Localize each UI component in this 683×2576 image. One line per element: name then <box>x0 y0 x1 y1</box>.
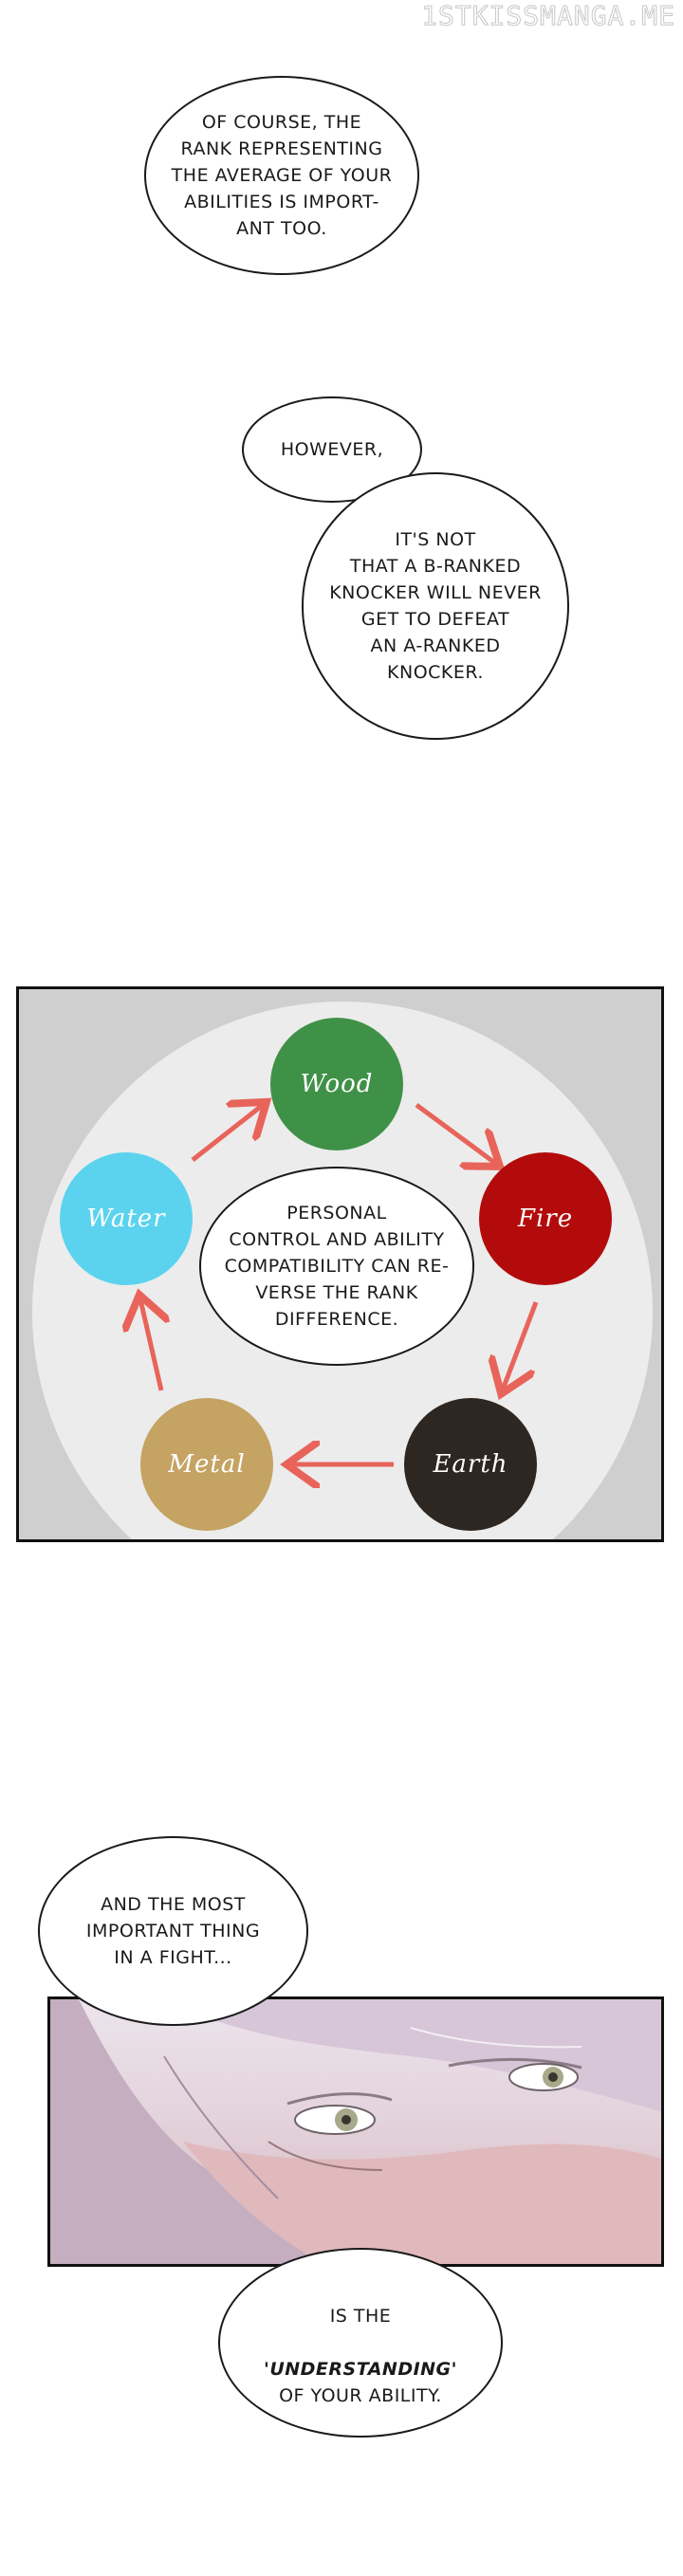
five-elements-panel: Wood Fire Earth Metal Water PERSONAL CON… <box>16 986 664 1542</box>
speech-bubble-rank: OF COURSE, THE RANK REPRESENTING THE AVE… <box>144 76 419 275</box>
bubble-text-personal: PERSONAL CONTROL AND ABILITY COMPATIBILI… <box>224 1203 450 1330</box>
speech-bubble-however: HOWEVER, <box>242 396 422 503</box>
bubble-text-b-rank: IT'S NOT THAT A B-RANKED KNOCKER WILL NE… <box>329 529 542 683</box>
speech-bubble-personal: PERSONAL CONTROL AND ABILITY COMPATIBILI… <box>199 1167 474 1366</box>
arrow-metal-to-water <box>140 1299 161 1391</box>
text-is-the: IS THE <box>329 2306 392 2327</box>
element-wood-label: Wood <box>300 1070 374 1098</box>
arrow-water-to-wood <box>191 1105 263 1162</box>
bubble-text-understanding: IS THE 'UNDERSTANDING' OF YOUR ABILITY. <box>264 2276 457 2409</box>
arrow-fire-to-earth <box>503 1301 539 1389</box>
element-water-label: Water <box>86 1205 166 1233</box>
speech-bubble-most-important: AND THE MOST IMPORTANT THING IN A FIGHT.… <box>38 1836 308 2026</box>
element-earth-circle: Earth <box>404 1398 537 1531</box>
element-fire-circle: Fire <box>479 1152 612 1285</box>
arrow-wood-to-fire <box>415 1102 496 1164</box>
speech-bubble-understanding: IS THE 'UNDERSTANDING' OF YOUR ABILITY. <box>218 2248 503 2438</box>
text-understanding-emphasis: 'UNDERSTANDING' <box>264 2359 457 2380</box>
element-fire-label: Fire <box>517 1205 574 1233</box>
element-metal-label: Metal <box>168 1450 246 1479</box>
site-watermark: 1STKISSMANGA.ME <box>421 0 675 32</box>
element-metal-circle: Metal <box>140 1398 273 1531</box>
element-earth-label: Earth <box>433 1450 508 1479</box>
element-water-circle: Water <box>60 1152 193 1285</box>
bubble-text-however: HOWEVER, <box>280 439 384 460</box>
bubble-text-rank: OF COURSE, THE RANK REPRESENTING THE AVE… <box>171 112 393 239</box>
character-face-illustration <box>50 1999 661 2264</box>
character-closeup-panel <box>47 1996 664 2267</box>
text-of-your-ability: OF YOUR ABILITY. <box>279 2385 442 2406</box>
element-wood-circle: Wood <box>270 1018 403 1150</box>
speech-bubble-b-rank: IT'S NOT THAT A B-RANKED KNOCKER WILL NE… <box>302 472 569 740</box>
bubble-text-most-important: AND THE MOST IMPORTANT THING IN A FIGHT.… <box>85 1894 261 1968</box>
